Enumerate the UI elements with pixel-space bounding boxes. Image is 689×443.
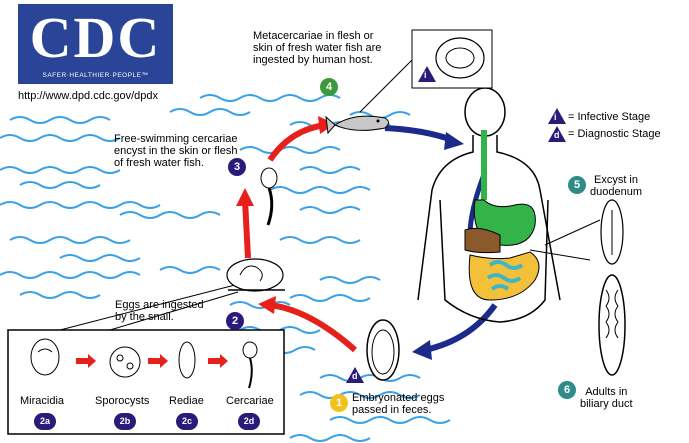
stage-5-text: Excyst in duodenum bbox=[590, 174, 642, 198]
stage-5-badge: 5 bbox=[568, 176, 586, 194]
stage-4-text: Metacercariae in flesh or skin of fresh … bbox=[253, 30, 382, 66]
stage-3-badge: 3 bbox=[228, 158, 246, 176]
snail-stage-icons bbox=[30, 338, 258, 389]
legend-infective-label: = Infective Stage bbox=[568, 111, 651, 123]
source-url[interactable]: http://www.dpd.cdc.gov/dpdx bbox=[18, 90, 159, 102]
stage-2-text: Eggs are ingested by the snail. bbox=[115, 299, 204, 323]
fish-illustration bbox=[325, 115, 389, 135]
snail-stage-label-miracidia: Miracidia bbox=[20, 395, 65, 407]
stage-3-text: Free-swimming cercariae encyst in the sk… bbox=[114, 133, 238, 169]
excysted-larva-illustration bbox=[600, 199, 624, 265]
cdc-logo-text: CDC bbox=[29, 5, 162, 70]
red-cycle-arrows bbox=[242, 122, 357, 353]
infective-marker: i bbox=[418, 66, 436, 82]
stage-2-badge: 2 bbox=[226, 312, 244, 330]
cercaria-illustration bbox=[260, 167, 278, 226]
snail-stage-badge-2b: 2b bbox=[114, 413, 136, 430]
snail-stage-label-sporocysts: Sporocysts bbox=[95, 395, 150, 407]
diagnostic-marker: d bbox=[346, 367, 364, 383]
snail-stage-label-rediae: Rediae bbox=[169, 395, 204, 407]
snail-stage-label-cercariae: Cercariae bbox=[226, 395, 274, 407]
snail-stage-badge-2a: 2a bbox=[34, 413, 56, 430]
infective-stage-icon: i bbox=[548, 108, 566, 124]
stage-1-badge: 1 bbox=[330, 394, 348, 412]
stage-6-badge: 6 bbox=[558, 381, 576, 399]
legend-diagnostic-label: = Diagnostic Stage bbox=[568, 128, 661, 140]
navy-arrowheads bbox=[412, 132, 464, 360]
cdc-logo-tagline: SAFER·HEALTHIER·PEOPLE™ bbox=[42, 72, 149, 79]
stage-4-badge: 4 bbox=[320, 78, 338, 96]
snail-stage-badge-2d: 2d bbox=[238, 413, 260, 430]
digestive-tract bbox=[464, 130, 601, 301]
snail-illustration bbox=[226, 258, 285, 292]
egg-illustration bbox=[366, 319, 400, 381]
zoom-lines bbox=[59, 284, 239, 331]
diagnostic-stage-icon: d bbox=[548, 126, 566, 142]
stage-6-text: Adults in biliary duct bbox=[580, 386, 633, 410]
snail-stage-arrows bbox=[76, 354, 228, 368]
stage-1-text: Embryonated eggs passed in feces. bbox=[352, 392, 445, 416]
adult-fluke-illustration bbox=[598, 274, 626, 376]
snail-stage-badge-2c: 2c bbox=[176, 413, 198, 430]
cdc-logo: CDC SAFER·HEALTHIER·PEOPLE™ bbox=[18, 4, 173, 84]
